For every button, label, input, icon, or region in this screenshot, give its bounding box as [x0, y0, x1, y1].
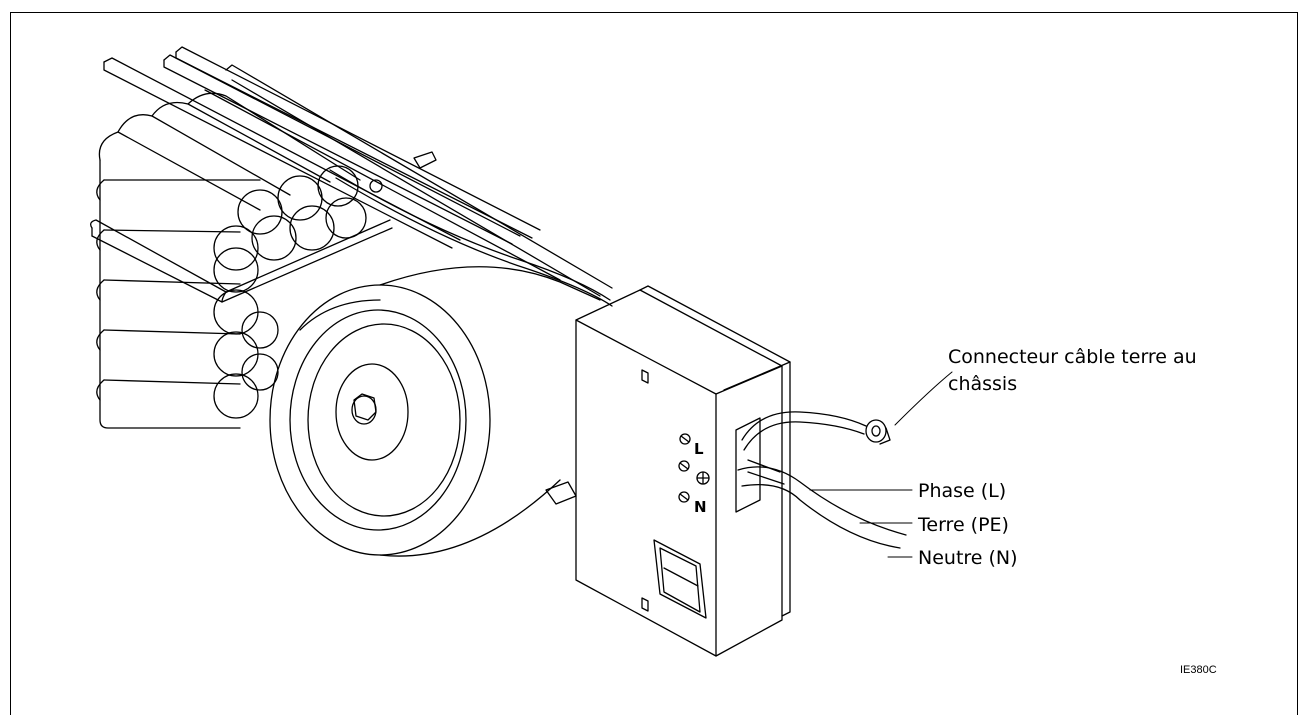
earth-label: Terre (PE)	[918, 514, 1009, 536]
junction-box	[575, 285, 791, 657]
ground-connector-label-line1: Connecteur câble terre au	[948, 346, 1197, 368]
ground-connector-label-line2: châssis	[948, 373, 1018, 395]
rods	[103, 46, 613, 297]
fan-housing	[269, 266, 601, 557]
element-bundle	[90, 92, 437, 429]
neutral-label: Neutre (N)	[918, 547, 1018, 569]
terminal-live-mark: L	[694, 440, 704, 458]
terminal-neutral-mark: N	[694, 498, 707, 516]
motor-disc	[289, 309, 467, 531]
figure-code: IE380C	[1180, 664, 1217, 676]
figure-frame	[10, 12, 1298, 715]
leader-lines	[809, 371, 953, 558]
external-cables	[737, 411, 907, 549]
phase-label: Phase (L)	[918, 480, 1007, 502]
